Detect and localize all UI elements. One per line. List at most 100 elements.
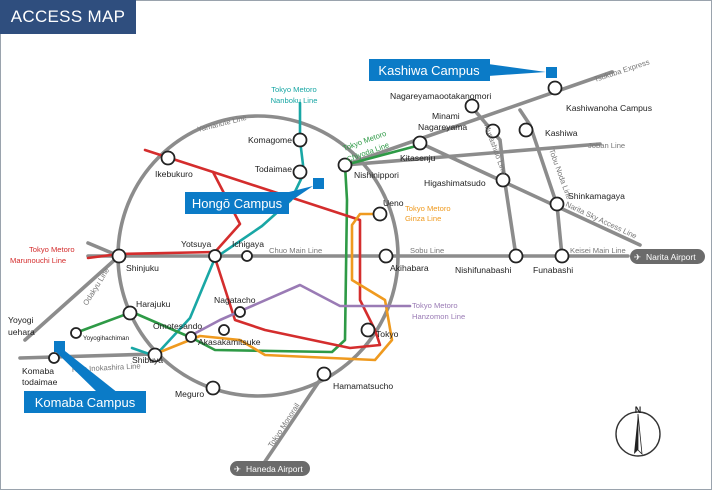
tsukuba-line-label: Tsukuba Express: [593, 57, 651, 83]
compass-north-label: N: [635, 405, 642, 415]
komaba-campus-label: Komaba Campus: [35, 395, 136, 410]
nanboku-line-label-1: Tokyo Metoro: [271, 85, 317, 94]
haneda-airport-label: Haneda Airport: [246, 464, 303, 474]
station-komabatodaimae-label-2: todaimae: [22, 377, 58, 387]
tobu-noda-line: [518, 108, 564, 258]
station-hamamatsucho-label: Hamamatsucho: [333, 381, 393, 391]
station-shinkamagaya-marker[interactable]: [549, 196, 565, 212]
hongo-campus-pointer: [285, 186, 313, 205]
station-ueno-marker[interactable]: [372, 206, 388, 222]
narita-airplane-icon: ✈: [634, 252, 642, 262]
station-funabashi-label: Funabashi: [533, 265, 573, 275]
station-omotesando-marker[interactable]: [185, 331, 197, 343]
station-yotsuya-marker[interactable]: [208, 249, 222, 263]
station-minaminagareyama-label-2: Nagareyama: [418, 122, 467, 132]
keisei-line-label: Keisei Main Line: [570, 246, 626, 255]
hongo-campus-marker[interactable]: [313, 178, 324, 189]
station-nishinippori-label: Nishinippori: [354, 170, 399, 180]
station-hamamatsucho-marker[interactable]: [316, 366, 332, 382]
station-higashimatsudo-marker[interactable]: [495, 172, 511, 188]
station-nishifunabashi-marker[interactable]: [508, 248, 524, 264]
keio-inokashira-line: [18, 352, 157, 360]
station-funabashi-marker[interactable]: [554, 248, 570, 264]
monorail-line-label: Tokyo Monorail: [266, 401, 302, 449]
haneda-airplane-icon: ✈: [234, 464, 242, 474]
station-yoyogihachiman-label: Yoyogihachiman: [83, 335, 129, 342]
station-nagatacho-marker[interactable]: [234, 306, 246, 318]
station-ichigaya-marker[interactable]: [241, 250, 253, 262]
komaba-campus-marker[interactable]: [54, 341, 65, 352]
station-harajuku-marker[interactable]: [122, 305, 138, 321]
station-ueno-label: Ueno: [383, 198, 404, 208]
narita-airport-label: Narita Airport: [646, 252, 696, 262]
narita-airport-badge[interactable]: [630, 249, 705, 264]
hongo-campus-box[interactable]: [185, 192, 289, 214]
kashiwa-campus-box[interactable]: [369, 59, 490, 81]
station-shinjuku-label: Shinjuku: [126, 263, 159, 273]
hanzomon-line-label-2: Hanzomon Line: [412, 312, 465, 321]
station-akihabara-marker[interactable]: [378, 248, 394, 264]
map-title: ACCESS MAP: [0, 0, 136, 34]
station-kashiwanohacampus-label: Kashiwanoha Campus: [566, 103, 652, 113]
nanboku-line-label-2: Nanboku Line: [271, 96, 318, 105]
station-ikebukuro-marker[interactable]: [160, 150, 176, 166]
monorail-line: [260, 372, 326, 468]
odakyu-line: [23, 254, 121, 342]
station-meguro-marker[interactable]: [205, 380, 221, 396]
tsukuba-express-line: [343, 70, 614, 167]
station-todaimae-label: Todaimae: [255, 164, 292, 174]
station-yotsuya-label: Yotsuya: [181, 239, 211, 249]
station-komagome-label: Komagome: [248, 135, 292, 145]
station-shibuya-marker[interactable]: [147, 347, 163, 363]
station-higashimatsudo-label: Higashimatsudo: [424, 178, 486, 188]
station-komabatodaimae-label-1: Komaba: [22, 366, 54, 376]
station-kitasenju-label: Kitasenju: [400, 153, 436, 163]
narita-sky-line-label: Narita Sky Access Line: [564, 200, 638, 241]
compass-icon: N: [615, 405, 661, 457]
station-kitasenju-marker[interactable]: [412, 135, 428, 151]
komaba-campus-box[interactable]: [24, 391, 146, 413]
station-todaimae-marker[interactable]: [292, 164, 308, 180]
haneda-airport-badge[interactable]: [230, 461, 310, 476]
station-nagatacho-label: Nagatacho: [214, 295, 256, 305]
station-komagome-marker[interactable]: [292, 132, 308, 148]
station-yoyogiuehara-label-1: Yoyogi: [8, 315, 34, 325]
ginza-line-label-2: Ginza Line: [405, 214, 441, 223]
yamanote-line-label: Yamanote Line: [196, 113, 247, 134]
ginza-line: [153, 212, 394, 362]
station-ichigaya-label: Ichigaya: [232, 239, 264, 249]
station-meguro-label: Meguro: [175, 389, 204, 399]
station-omotesando-label: Omotesando: [153, 321, 202, 331]
station-nagareyamaootakanomori-label: Nagareyamaootakanomori: [390, 91, 491, 101]
nanboku-line: [130, 101, 306, 358]
station-minaminagareyama-marker[interactable]: [485, 123, 501, 139]
narita-sky-access-line: [418, 141, 642, 247]
station-yoyogiuehara-marker[interactable]: [70, 327, 82, 339]
station-akasakamitsuke-label: Akasakamitsuke: [198, 337, 261, 347]
station-shinjuku-marker[interactable]: [111, 248, 127, 264]
station-tokyo-marker[interactable]: [360, 322, 376, 338]
komaba-campus-pointer: [55, 351, 118, 393]
station-akasakamitsuke-marker[interactable]: [218, 324, 230, 336]
kashiwa-campus-pointer: [488, 64, 546, 76]
station-yoyogiuehara-label-2: uehara: [8, 327, 35, 337]
ginza-line-label-1: Tokyo Metoro: [405, 204, 451, 213]
station-nishinippori-marker[interactable]: [337, 157, 353, 173]
sobu-line-label: Sobu Line: [410, 246, 444, 255]
station-ikebukuro-label: Ikebukuro: [155, 169, 193, 179]
station-kashiwa-marker[interactable]: [518, 122, 534, 138]
kashiwa-campus-label: Kashiwa Campus: [378, 63, 480, 78]
hanzomon-line-label-1: Tokyo Metoro: [412, 301, 458, 310]
station-kashiwanohacampus-marker[interactable]: [547, 80, 563, 96]
station-shinkamagaya-label: Shinkamagaya: [568, 191, 625, 201]
station-nagareyamaootakanomori-marker[interactable]: [464, 98, 480, 114]
station-akihabara-label: Akihabara: [390, 263, 429, 273]
chiyoda-line: [76, 143, 422, 354]
joban-line: [343, 142, 602, 167]
station-nishifunabashi-label: Nishifunabashi: [455, 265, 511, 275]
station-komabatodaimae-marker[interactable]: [48, 352, 60, 364]
station-tokyo-label: Tokyo: [376, 329, 399, 339]
chuo-line-label: Chuo Main Line: [269, 246, 322, 255]
kashiwa-campus-marker[interactable]: [546, 67, 557, 78]
